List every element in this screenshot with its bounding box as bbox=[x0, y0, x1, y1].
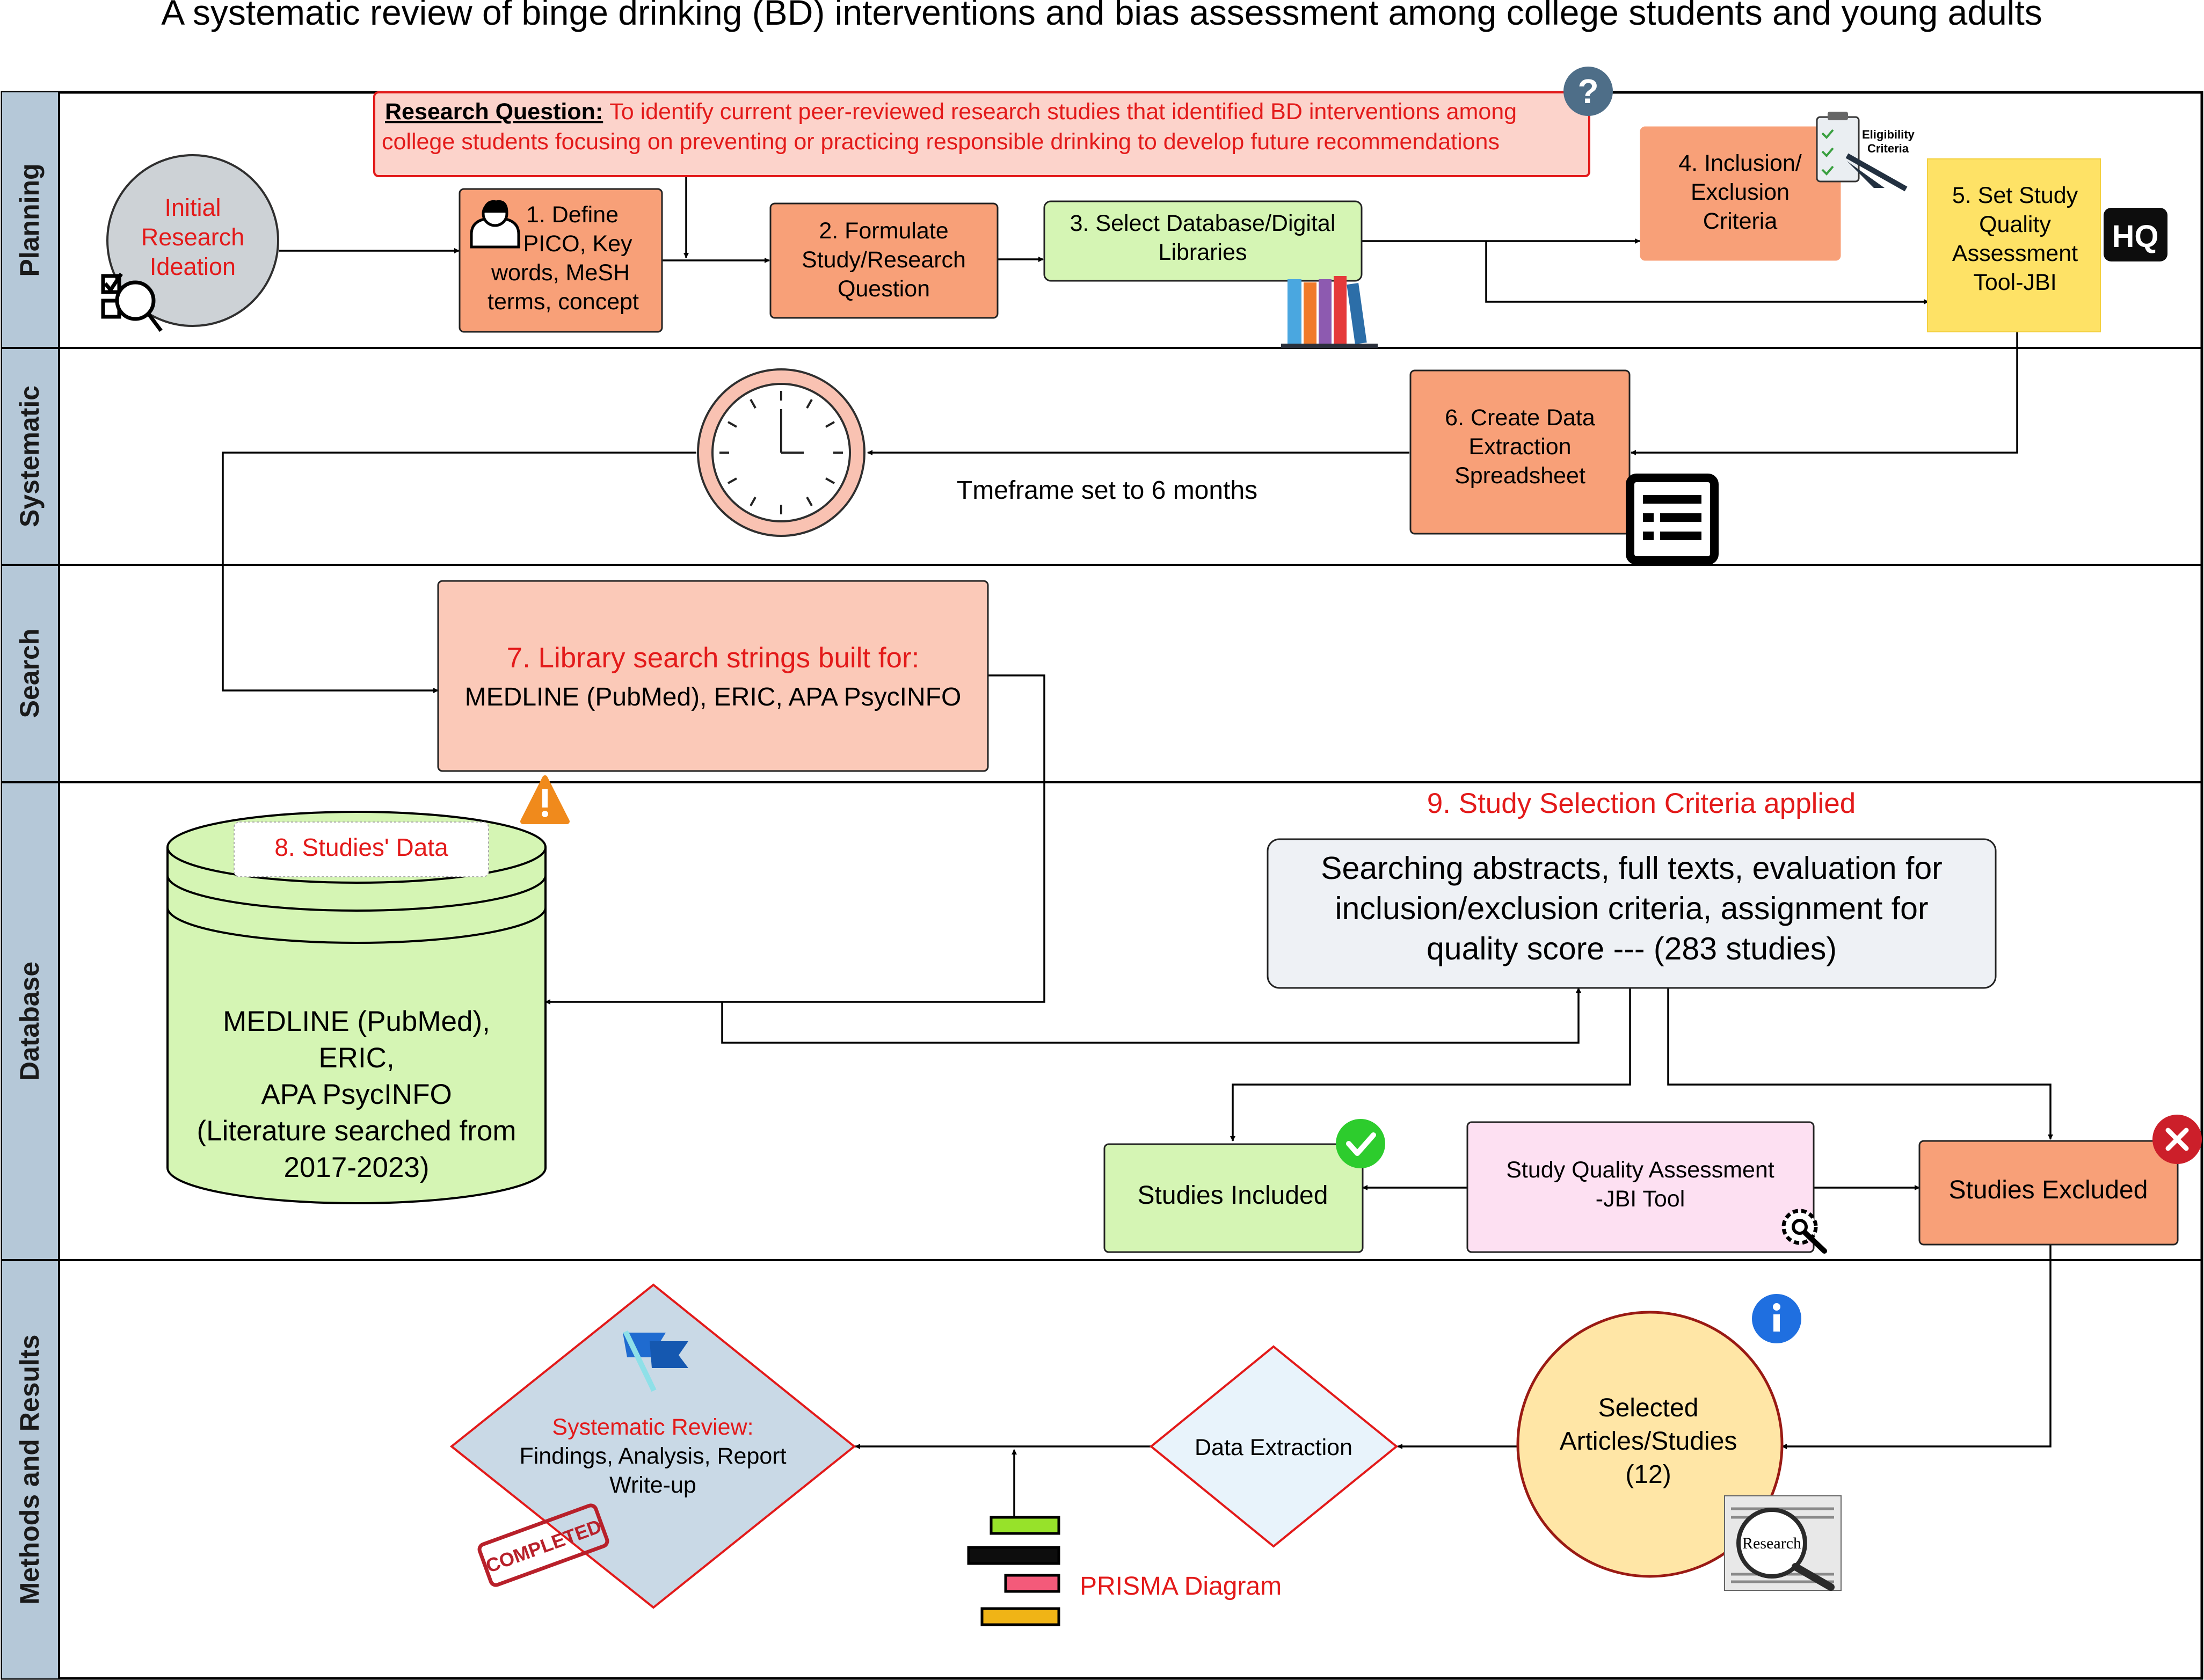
data-extraction-diamond: Data Extraction bbox=[1149, 1345, 1399, 1548]
svg-text:Spreadsheet: Spreadsheet bbox=[1454, 463, 1585, 489]
lane-label-methods-results: Methods and Results bbox=[14, 1335, 45, 1605]
step6-data-extraction-spreadsheet: 6. Create Data Extraction Spreadsheet bbox=[1409, 369, 1631, 535]
warning-icon bbox=[520, 775, 570, 824]
connectors bbox=[222, 177, 2053, 1517]
svg-text:1. Define: 1. Define bbox=[526, 202, 619, 228]
svg-text:Criteria: Criteria bbox=[1867, 142, 1909, 155]
svg-text:Question: Question bbox=[838, 276, 930, 302]
svg-text:Initial: Initial bbox=[164, 194, 221, 221]
svg-text:Research: Research bbox=[1742, 1534, 1801, 1552]
research-question-text-line1: To identify current peer-reviewed resear… bbox=[609, 99, 1517, 125]
svg-text:5. Set Study: 5. Set Study bbox=[1952, 183, 2078, 208]
studies-excluded: Studies Excluded bbox=[1918, 1140, 2179, 1246]
question-icon: ? bbox=[1563, 67, 1613, 116]
lane-label-database: Database bbox=[14, 962, 45, 1081]
check-icon bbox=[1336, 1119, 1385, 1168]
prisma-diagram-icon bbox=[967, 1516, 1060, 1626]
step2-formulate-question: 2. Formulate Study/Research Question bbox=[769, 202, 999, 319]
step3-select-database: 3. Select Database/Digital Libraries bbox=[1043, 200, 1363, 282]
checklist-magnifier-icon bbox=[101, 273, 163, 332]
svg-text:Research Question:To identify: Research Question:To identify current pe… bbox=[385, 99, 1517, 125]
svg-text:inclusion/exclusion criteria,: inclusion/exclusion criteria, assignment… bbox=[1335, 891, 1928, 926]
svg-text:ERIC,: ERIC, bbox=[318, 1042, 394, 1074]
step8-studies-data-cylinder: 8. Studies' Data MEDLINE (PubMed), ERIC,… bbox=[166, 811, 547, 1204]
research-newspaper-icon: Research bbox=[1724, 1495, 1842, 1591]
svg-text:Searching abstracts, full text: Searching abstracts, full texts, evaluat… bbox=[1321, 850, 1943, 886]
lane-label-planning: Planning bbox=[14, 163, 45, 277]
svg-text:PICO, Key: PICO, Key bbox=[523, 231, 632, 257]
person-icon bbox=[470, 200, 520, 249]
svg-text:2. Formulate: 2. Formulate bbox=[819, 218, 948, 244]
spreadsheet-icon bbox=[1626, 474, 1719, 565]
svg-text:Research: Research bbox=[141, 223, 245, 251]
svg-text:HQ: HQ bbox=[2112, 219, 2159, 254]
svg-text:Criteria: Criteria bbox=[1703, 208, 1778, 234]
svg-text:Ideation: Ideation bbox=[150, 253, 236, 280]
svg-text:Selected: Selected bbox=[1598, 1394, 1699, 1422]
step4-inclusion-exclusion: 4. Inclusion/ Exclusion Criteria bbox=[1640, 126, 1841, 261]
info-icon bbox=[1752, 1294, 1801, 1343]
svg-text:(Literature searched from: (Literature searched from bbox=[197, 1115, 516, 1147]
hq-badge-icon: HQ bbox=[2104, 208, 2167, 261]
svg-text:(12): (12) bbox=[1625, 1460, 1671, 1489]
svg-text:4. Inclusion/: 4. Inclusion/ bbox=[1678, 150, 1802, 176]
flag-icon bbox=[623, 1330, 688, 1392]
svg-text:Quality: Quality bbox=[1979, 212, 2051, 237]
svg-text:Findings, Analysis, Report: Findings, Analysis, Report bbox=[519, 1443, 786, 1469]
svg-text:Libraries: Libraries bbox=[1159, 239, 1247, 265]
svg-text:Tool-JBI: Tool-JBI bbox=[1973, 270, 2056, 295]
svg-text:7. Library search strings buil: 7. Library search strings built for: bbox=[507, 642, 920, 674]
svg-text:Write-up: Write-up bbox=[609, 1472, 696, 1498]
svg-text:APA PsycINFO: APA PsycINFO bbox=[261, 1079, 452, 1110]
svg-text:quality score --- (283 studies: quality score --- (283 studies) bbox=[1427, 931, 1837, 966]
svg-text:Exclusion: Exclusion bbox=[1691, 179, 1790, 205]
systematic-review-diamond: Systematic Review: Findings, Analysis, R… bbox=[449, 1283, 856, 1609]
svg-text:MEDLINE (PubMed), ERIC, APA Ps: MEDLINE (PubMed), ERIC, APA PsycINFO bbox=[465, 683, 962, 711]
svg-text:Assessment: Assessment bbox=[1952, 241, 2078, 266]
svg-text:3. Select Database/Digital: 3. Select Database/Digital bbox=[1070, 210, 1336, 236]
books-icon bbox=[1281, 276, 1378, 348]
step9-heading: 9. Study Selection Criteria applied bbox=[1427, 788, 1856, 819]
studies-data-label: 8. Studies' Data bbox=[274, 833, 448, 861]
svg-text:-JBI Tool: -JBI Tool bbox=[1596, 1186, 1685, 1212]
prisma-diagram-label: PRISMA Diagram bbox=[1080, 1572, 1282, 1601]
quality-assessment-jbi: Study Quality Assessment -JBI Tool bbox=[1466, 1121, 1815, 1253]
svg-text:Systematic Review:: Systematic Review: bbox=[552, 1414, 753, 1440]
step9-study-selection: Searching abstracts, full texts, evaluat… bbox=[1267, 838, 1997, 989]
lane-label-search: Search bbox=[14, 629, 45, 718]
svg-text:Study Quality Assessment: Study Quality Assessment bbox=[1506, 1157, 1774, 1183]
studies-included: Studies Included bbox=[1103, 1143, 1364, 1253]
svg-text:?: ? bbox=[1577, 72, 1598, 111]
svg-text:Study/Research: Study/Research bbox=[802, 247, 966, 273]
timeframe-label: Tmeframe set to 6 months bbox=[957, 476, 1257, 505]
gear-wrench-icon bbox=[1781, 1209, 1827, 1254]
diagram-title: A systematic review of binge drinking (B… bbox=[161, 0, 2042, 32]
clock-icon bbox=[697, 368, 865, 537]
svg-text:Articles/Studies: Articles/Studies bbox=[1560, 1427, 1737, 1456]
eligibility-criteria-icon: Eligibility Criteria bbox=[1816, 112, 1915, 192]
step5-quality-tool: 5. Set Study Quality Assessment Tool-JBI bbox=[1927, 158, 2101, 332]
research-question-text-line2: college students focusing on preventing … bbox=[382, 129, 1500, 155]
svg-text:terms, concept: terms, concept bbox=[488, 289, 639, 315]
research-question-heading: Research Question: bbox=[385, 99, 603, 125]
svg-text:Extraction: Extraction bbox=[1468, 434, 1571, 460]
step7-library-search-strings: 7. Library search strings built for: MED… bbox=[437, 580, 989, 772]
svg-text:Eligibility: Eligibility bbox=[1862, 128, 1915, 141]
svg-text:Studies Included: Studies Included bbox=[1138, 1181, 1328, 1210]
svg-text:Studies Excluded: Studies Excluded bbox=[1949, 1176, 2148, 1204]
svg-text:MEDLINE (PubMed),: MEDLINE (PubMed), bbox=[223, 1006, 490, 1037]
svg-text:words, MeSH: words, MeSH bbox=[491, 260, 630, 286]
selected-articles: Selected Articles/Studies (12) bbox=[1516, 1311, 1784, 1578]
svg-text:6. Create Data: 6. Create Data bbox=[1445, 405, 1595, 431]
close-icon bbox=[2152, 1115, 2202, 1164]
svg-text:2017-2023): 2017-2023) bbox=[283, 1152, 429, 1183]
svg-text:Data Extraction: Data Extraction bbox=[1195, 1435, 1352, 1460]
lane-label-systematic: Systematic bbox=[14, 386, 45, 527]
research-question-box: Research Question:To identify current pe… bbox=[373, 91, 1590, 177]
initial-research-ideation: Initial Research Ideation bbox=[106, 154, 279, 327]
